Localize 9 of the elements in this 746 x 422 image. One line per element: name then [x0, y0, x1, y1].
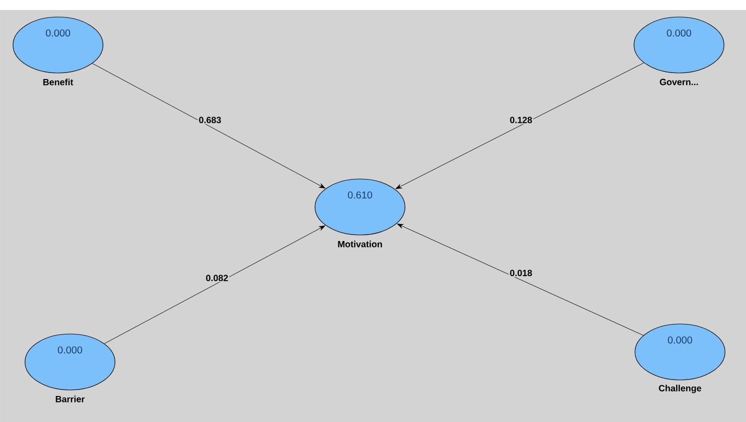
- variable-name: Motivation: [338, 240, 382, 248]
- variable-name: Barrier: [56, 396, 85, 402]
- path-arrow: [92, 63, 326, 188]
- path-arrow: [396, 62, 644, 190]
- path-arrow: [104, 226, 326, 344]
- variable-name: Challenge: [658, 384, 702, 394]
- variable-name: Benefit: [43, 78, 74, 86]
- variable-name: Govern...: [660, 78, 698, 86]
- path-arrow: [397, 224, 644, 336]
